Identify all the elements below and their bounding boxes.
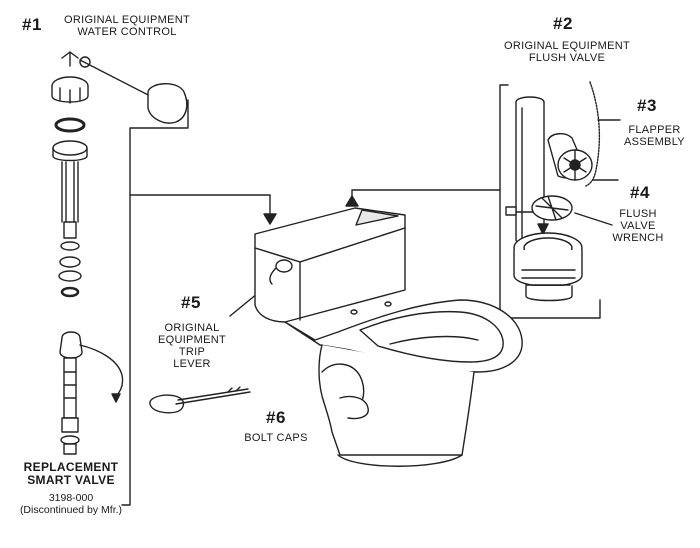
callout-number-3: #3 [637, 96, 657, 115]
water-control-label-line2: WATER CONTROL [77, 26, 177, 39]
flush-valve-wrench [513, 195, 583, 302]
flapper-label-line2: ASSEMBLY [624, 136, 685, 149]
callout-number-4: #4 [630, 183, 650, 202]
wrench-label-line1: FLUSH [619, 208, 657, 220]
replacement-label: REPLACEMENT SMART VALVE 3198-000 (Discon… [0, 460, 142, 516]
callout-number-2: #2 [553, 14, 573, 33]
flapper-label: FLAPPER ASSEMBLY [617, 124, 692, 148]
smart-valve-parts [59, 331, 124, 455]
wrench-label: FLUSH VALVE WRENCH [603, 208, 673, 244]
toilet-bowl [284, 299, 523, 467]
trip-lever-label-line2: EQUIPMENT [157, 334, 227, 347]
water-control-label: ORIGINAL EQUIPMENT WATER CONTROL [52, 14, 202, 38]
water-control-label-line1: ORIGINAL EQUIPMENT [63, 14, 190, 26]
flush-valve-label: ORIGINAL EQUIPMENT FLUSH VALVE [492, 40, 642, 64]
replacement-part-number: 3198-000 [48, 492, 94, 505]
trip-lever-label-line3: TRIP [178, 346, 206, 359]
callout-number-6: #6 [266, 408, 286, 427]
flapper-label-line1: FLAPPER [628, 124, 681, 136]
trip-lever-label-line1: ORIGINAL [164, 322, 220, 334]
wrench-label-line2: VALVE [620, 220, 656, 233]
flush-valve-label-line2: FLUSH VALVE [528, 52, 606, 65]
replacement-label-line2: SMART VALVE [27, 473, 115, 488]
replacement-label-line1: REPLACEMENT [23, 460, 119, 474]
trip-lever-label: ORIGINAL EQUIPMENT TRIP LEVER [144, 322, 240, 370]
callout-number-1: #1 [22, 15, 42, 34]
replacement-note: (Discontinued by Mfr.) [19, 503, 123, 516]
toilet-tank [254, 207, 406, 323]
wrench-label-line3: WRENCH [612, 232, 664, 245]
trip-lever-part [149, 386, 251, 414]
trip-lever-label-line4: LEVER [173, 358, 211, 371]
bolt-caps-label: BOLT CAPS [244, 432, 308, 444]
callout-number-5: #5 [181, 293, 201, 312]
leader-lines [121, 84, 621, 506]
water-control-parts [51, 51, 188, 298]
flush-valve-label-line1: ORIGINAL EQUIPMENT [503, 40, 630, 52]
flapper-assembly [547, 133, 593, 181]
